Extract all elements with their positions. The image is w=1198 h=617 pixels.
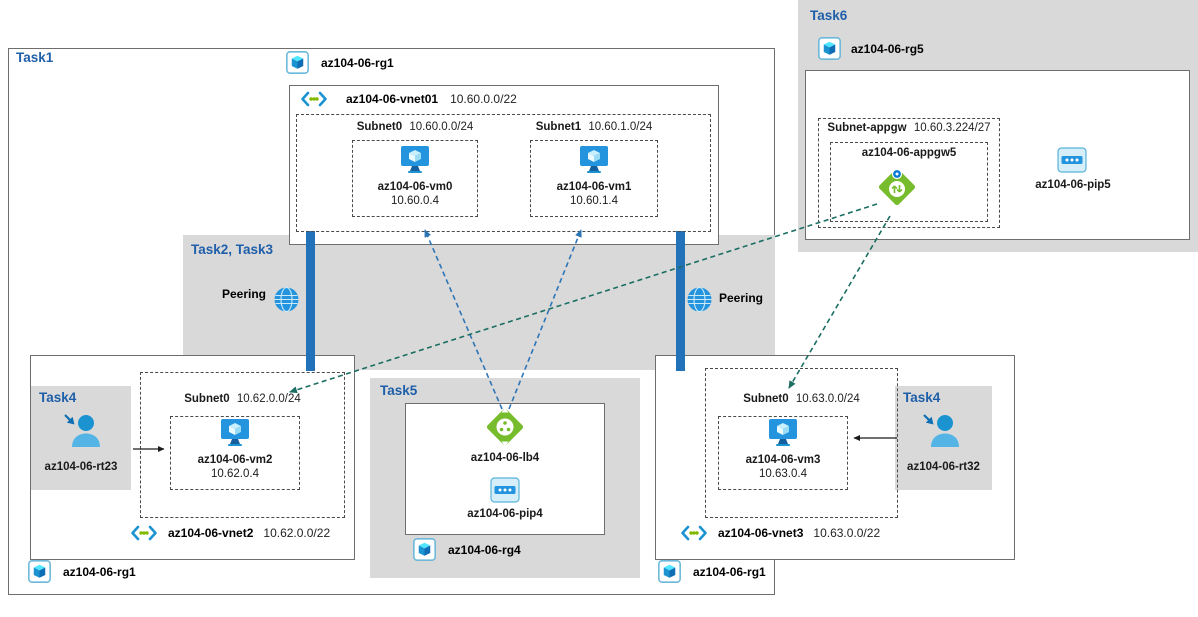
vnet3-name: az104-06-vnet3 [718, 526, 804, 540]
vm0-ip: 10.60.0.4 [391, 195, 439, 207]
vnet2-row: az104-06-vnet2 10.62.0.0/22 [130, 525, 330, 541]
load-balancer-icon [486, 407, 524, 447]
task4-left-label: Task4 [39, 390, 77, 405]
public-ip-icon [1057, 147, 1087, 173]
vnet01-header: az104-06-vnet01 10.60.0.0/22 [300, 91, 517, 107]
peering-globe-icon [687, 286, 712, 313]
vm1-name: az104-06-vm1 [556, 181, 632, 193]
vm2-ip: 10.62.0.4 [211, 468, 259, 480]
vnet3-row: az104-06-vnet3 10.63.0.0/22 [680, 525, 880, 541]
peering-left-label: Peering [222, 287, 267, 301]
vnet3-cidr: 10.63.0.0/22 [813, 526, 881, 540]
vm-icon [221, 419, 249, 446]
vm3-inner-box [718, 416, 848, 490]
subnet-appgw-box [818, 118, 1000, 228]
vnet2-cidr: 10.62.0.0/22 [263, 526, 331, 540]
rg1-top-row: az104-06-rg1 [286, 51, 394, 74]
resource-group-icon [28, 560, 51, 583]
peering-link-right [676, 231, 685, 371]
task6-label: Task6 [810, 8, 848, 23]
peering-globe-icon [274, 286, 299, 313]
rg5-row: az104-06-rg5 [818, 37, 924, 60]
vnet-icon [131, 525, 157, 541]
vm2-inner-box [170, 416, 300, 490]
task1-label: Task1 [16, 50, 54, 65]
rg4-label: az104-06-rg4 [448, 542, 521, 557]
vm-icon [401, 146, 429, 173]
resource-group-icon [413, 538, 436, 561]
vm0-name: az104-06-vm0 [377, 181, 453, 193]
appgw-name: az104-06-appgw5 [861, 147, 957, 159]
rg5-label: az104-06-rg5 [851, 41, 924, 56]
task4-right-label: Task4 [903, 390, 941, 405]
vm2-name: az104-06-vm2 [197, 454, 273, 466]
vm-icon [580, 146, 608, 173]
rt32-label: az104-06-rt32 [907, 461, 980, 473]
route-table-icon [64, 414, 100, 447]
subnet0-hub-label: Subnet0 10.60.0.0/24 [356, 121, 474, 133]
vm3-name: az104-06-vm3 [745, 454, 821, 466]
peering-right-label: Peering [719, 291, 764, 305]
rg1-right-row: az104-06-rg1 [658, 560, 766, 583]
vnet-icon [681, 525, 707, 541]
rt23-label: az104-06-rt23 [44, 461, 118, 473]
rg5-box [805, 70, 1190, 240]
rg1-left-label: az104-06-rg1 [63, 564, 136, 579]
rg1-left-row: az104-06-rg1 [28, 560, 136, 583]
subnet0-right-label: Subnet0 10.63.0.0/24 [743, 393, 860, 405]
subnet1-hub-label: Subnet1 10.60.1.0/24 [535, 121, 653, 133]
subnet-appgw-label: Subnet-appgw 10.60.3.224/27 [827, 122, 991, 134]
resource-group-icon [286, 51, 309, 74]
appgw-inner-box [830, 142, 988, 222]
vm3-ip: 10.63.0.4 [759, 468, 807, 480]
rg1-right-label: az104-06-rg1 [693, 564, 766, 579]
vnet2-name: az104-06-vnet2 [168, 526, 254, 540]
vm3-node: az104-06-vm3 10.63.0.4 [718, 419, 848, 480]
app-gateway-icon [878, 168, 916, 206]
vnet01-name: az104-06-vnet01 [346, 92, 439, 106]
resource-group-icon [818, 37, 841, 60]
vnet01-cidr: 10.60.0.0/22 [450, 92, 517, 106]
vm1-ip: 10.60.1.4 [570, 195, 618, 207]
rg4-row: az104-06-rg4 [413, 538, 521, 561]
pip5-label: az104-06-pip5 [1035, 179, 1111, 191]
resource-group-icon [658, 560, 681, 583]
vnet-icon [301, 91, 327, 107]
public-ip-icon [490, 477, 520, 503]
peering-link-left [306, 231, 315, 371]
task2-task3-label: Task2, Task3 [191, 242, 274, 257]
rg1-top-label: az104-06-rg1 [321, 55, 394, 70]
subnet0-left-label: Subnet0 10.62.0.0/24 [184, 393, 301, 405]
vm0-node: az104-06-vm0 10.60.0.4 [352, 146, 478, 207]
lb4-label: az104-06-lb4 [470, 452, 540, 464]
route-table-icon [923, 414, 959, 447]
subnet0-left-box [140, 372, 345, 518]
vm2-node: az104-06-vm2 10.62.0.4 [170, 419, 300, 480]
task5-label: Task5 [380, 383, 418, 398]
pip4-label: az104-06-pip4 [467, 508, 543, 520]
vm-icon [769, 419, 797, 446]
vm1-node: az104-06-vm1 10.60.1.4 [530, 146, 658, 207]
